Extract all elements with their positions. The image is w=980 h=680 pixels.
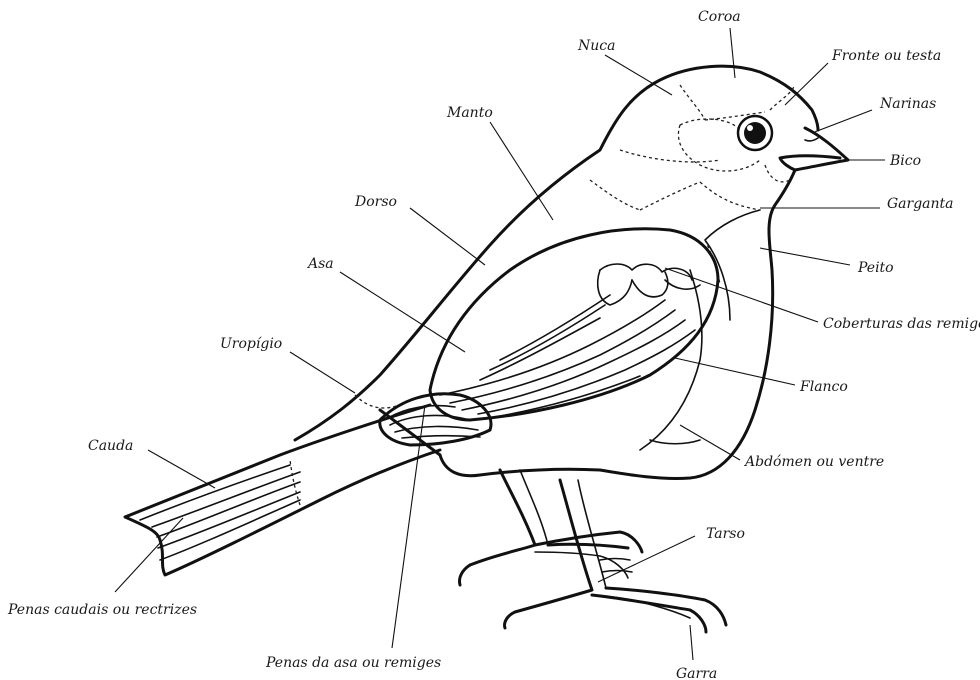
label-peito: Peito: [857, 260, 894, 276]
leader-cauda: [148, 450, 215, 488]
label-garganta: Garganta: [887, 196, 954, 212]
label-penas-caudais: Penas caudais ou rectrizes: [7, 602, 197, 618]
bird-legs: [459, 470, 726, 632]
leader-coberturas: [665, 268, 818, 322]
label-asa: Asa: [306, 256, 334, 272]
bird-body: [295, 66, 848, 478]
leader-peito: [760, 248, 850, 265]
leader-coroa: [730, 28, 735, 78]
leader-uropigio: [290, 352, 355, 393]
leader-asa: [340, 272, 465, 352]
label-coberturas: Coberturas das remiges: [823, 316, 980, 332]
leader-nuca: [605, 55, 672, 95]
leader-manto: [490, 122, 553, 220]
label-cauda: Cauda: [88, 438, 133, 454]
bird-tail: [125, 405, 440, 575]
label-penas-asa: Penas da asa ou remiges: [265, 655, 441, 671]
label-dorso: Dorso: [354, 194, 397, 210]
label-fronte: Fronte ou testa: [831, 48, 941, 64]
label-narinas: Narinas: [879, 96, 936, 112]
leader-fronte: [785, 63, 828, 105]
leader-garra: [690, 625, 693, 660]
label-garra: Garra: [676, 666, 717, 680]
label-bico: Bico: [889, 153, 921, 169]
bird-head: [620, 85, 795, 182]
leader-narinas: [812, 110, 872, 133]
label-coroa: Coroa: [698, 9, 741, 25]
labels: Coroa Nuca Fronte ou testa Narinas Bico …: [7, 9, 980, 680]
leader-dorso: [410, 208, 485, 265]
label-flanco: Flanco: [799, 379, 848, 395]
label-abdomen: Abdómen ou ventre: [743, 454, 884, 470]
label-uropigio: Uropígio: [220, 336, 282, 352]
label-tarso: Tarso: [706, 526, 745, 542]
bird-wing: [380, 229, 718, 445]
label-nuca: Nuca: [577, 38, 615, 54]
label-manto: Manto: [446, 105, 493, 121]
